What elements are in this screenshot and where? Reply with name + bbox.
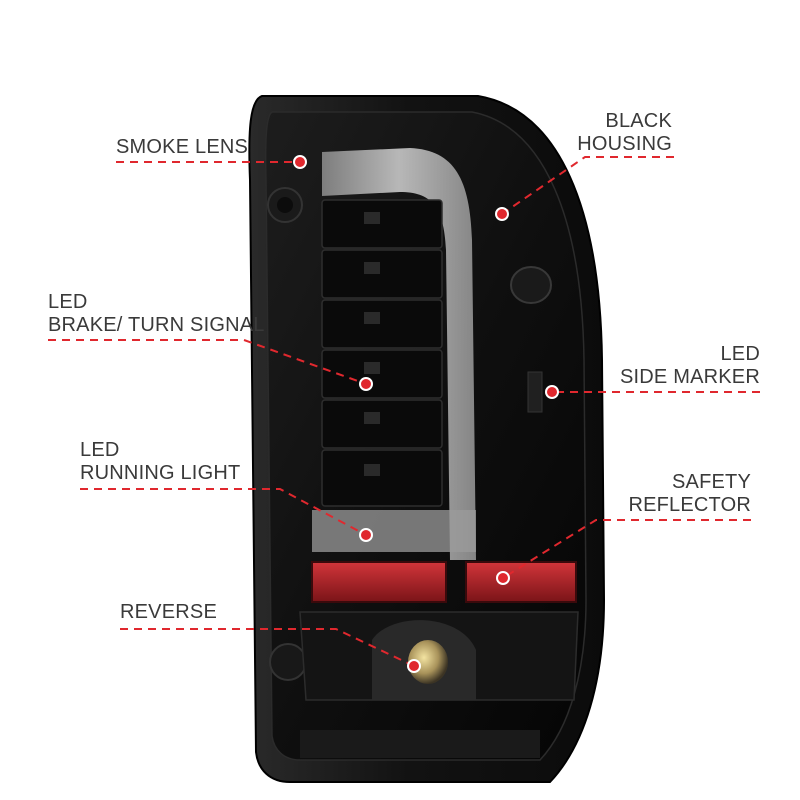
callout-label-led-running-light: LED RUNNING LIGHT xyxy=(80,439,240,485)
housing-base xyxy=(300,730,540,758)
safety-reflector-left xyxy=(311,561,447,603)
safety-reflector-right xyxy=(465,561,577,603)
callout-dot-led-side-marker xyxy=(545,385,559,399)
callout-label-line: LED xyxy=(80,439,120,461)
callout-label-black-housing: BLACK HOUSING xyxy=(577,110,672,156)
callout-lines xyxy=(48,156,760,667)
callout-dot-safety-reflector xyxy=(496,571,510,585)
led-brake-turn-modules xyxy=(321,199,443,507)
callout-dot-led-brake-turn xyxy=(359,377,373,391)
led-side-marker xyxy=(527,371,543,413)
callout-line-reverse xyxy=(120,628,415,667)
led-chips xyxy=(364,212,380,476)
callout-line-safety-reflector xyxy=(502,519,751,579)
callout-label-line: LED xyxy=(48,291,88,313)
callout-line-led-running-light xyxy=(80,488,367,536)
callout-label-line: REVERSE xyxy=(120,601,217,623)
callout-label-line: BRAKE/ TURN SIGNAL xyxy=(48,314,265,336)
callout-dot-led-running-light xyxy=(359,528,373,542)
callout-label-safety-reflector: SAFETY REFLECTOR xyxy=(628,471,751,517)
callout-dot-reverse xyxy=(407,659,421,673)
mount-stud-bottom-left xyxy=(269,643,307,681)
callout-label-smoke-lens: SMOKE LENS xyxy=(116,136,248,159)
callout-label-led-brake-turn: LED BRAKE/ TURN SIGNAL xyxy=(48,291,265,337)
callout-label-line: SIDE MARKER xyxy=(619,366,760,388)
callout-label-line: LED xyxy=(720,343,760,365)
reverse-bulb xyxy=(408,640,448,684)
callout-label-line: REFLECTOR xyxy=(628,494,751,516)
callout-label-line: BLACK xyxy=(605,110,672,132)
callout-label-led-side-marker: LED SIDE MARKER xyxy=(620,343,760,389)
callout-label-line: RUNNING LIGHT xyxy=(80,462,241,484)
callout-label-line: SMOKE LENS xyxy=(116,136,249,158)
tail-light-assembly-icon xyxy=(248,95,606,783)
callout-line-led-brake-turn xyxy=(48,339,367,385)
callout-dot-black-housing xyxy=(495,207,509,221)
callout-label-reverse: REVERSE xyxy=(120,601,217,624)
callout-line-black-housing xyxy=(501,156,674,215)
led-running-light-bar xyxy=(312,510,476,552)
callout-label-line: HOUSING xyxy=(577,133,672,155)
callout-dot-smoke-lens xyxy=(293,155,307,169)
mount-stud-right xyxy=(510,266,552,304)
callout-dots xyxy=(293,155,559,673)
callout-label-line: SAFETY xyxy=(672,471,751,493)
